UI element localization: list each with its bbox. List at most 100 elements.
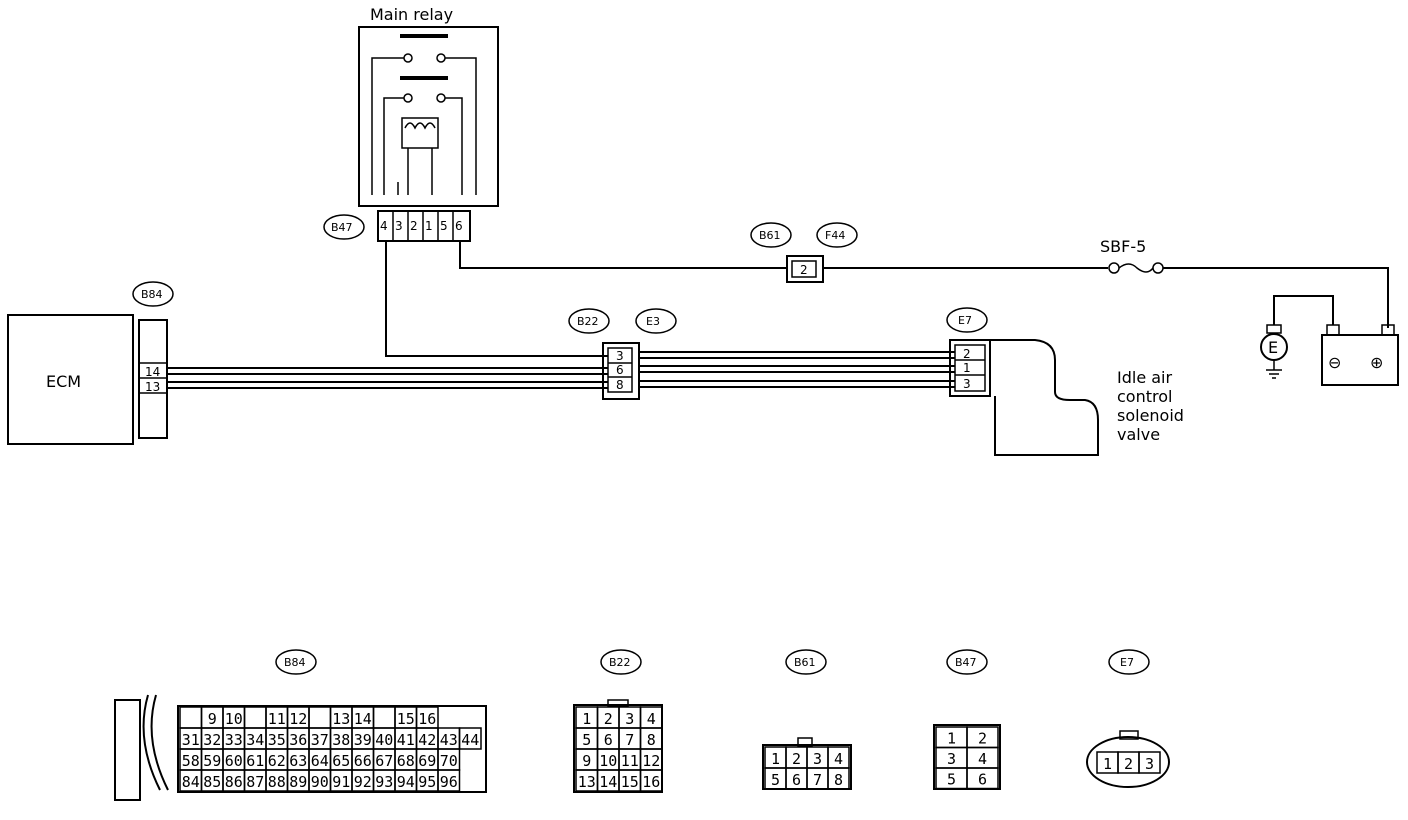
e3-pin-6: 6 (616, 363, 624, 377)
e7-pin-3: 3 (1145, 755, 1154, 773)
b84-pin-44: 44 (461, 731, 479, 749)
b84-pin-67: 67 (375, 752, 393, 770)
b84-pin-31: 31 (182, 731, 200, 749)
relay-pin-5: 5 (440, 219, 448, 233)
relay-pin-1: 1 (425, 219, 433, 233)
tag-e7: E7 (946, 307, 988, 333)
tag-b47: B47 (323, 214, 365, 240)
e7-pin-3: 3 (963, 377, 971, 391)
b84-pin-32: 32 (203, 731, 221, 749)
b84-pin-96: 96 (440, 773, 458, 791)
svg-text:B61: B61 (759, 229, 781, 242)
e7-pin-3-cell (1138, 751, 1161, 774)
b84-pin-96-cell (437, 769, 461, 792)
main-relay: Main relay 4 3 2 1 5 (358, 5, 499, 242)
b84-pin-11: 11 (268, 710, 286, 728)
b61-pin-7: 7 (813, 771, 822, 789)
tag-b61: B61 (750, 222, 792, 248)
relay-connector-pins: 4 3 2 1 5 6 (380, 211, 463, 241)
b84-pin-61: 61 (246, 752, 264, 770)
b84-pin-63: 63 (289, 752, 307, 770)
b84-pin-blank-cell (179, 706, 203, 729)
b84-pin-91: 91 (332, 773, 350, 791)
ecm: ECM 14 13 (7, 314, 168, 445)
e3-pin-8: 8 (616, 378, 624, 392)
b47-pin-1: 1 (947, 730, 956, 748)
b84-pin-64: 64 (311, 752, 329, 770)
iac-valve: Idle air control solenoid valve (990, 339, 1184, 456)
svg-text:E: E (1268, 338, 1278, 357)
svg-text:SBF-5: SBF-5 (1100, 237, 1146, 256)
b84-pin-87: 87 (246, 773, 264, 791)
svg-text:B47: B47 (331, 221, 353, 234)
b84-pin-93: 93 (375, 773, 393, 791)
e3-connector: 3 6 8 (602, 342, 640, 400)
ecm-label: ECM (46, 372, 81, 391)
b47-pin-6: 6 (978, 771, 987, 789)
b22-pin-1: 1 (582, 710, 591, 728)
b22-pin-2: 2 (604, 710, 613, 728)
e3-pin-3: 3 (616, 349, 624, 363)
svg-text:F44: F44 (825, 229, 845, 242)
svg-text:B47: B47 (955, 656, 977, 669)
b61-pin-3: 3 (813, 750, 822, 768)
b61-pin-2: 2 (792, 750, 801, 768)
b22-pin-10: 10 (599, 752, 617, 770)
svg-text:B84: B84 (141, 288, 163, 301)
b22-pin-11: 11 (621, 752, 639, 770)
b84-pin-43: 43 (440, 731, 458, 749)
iac-label-1: Idle air (1117, 368, 1173, 387)
b61-pin-1: 1 (771, 750, 780, 768)
b84-pin-66: 66 (354, 752, 372, 770)
b22-pin-6: 6 (604, 731, 613, 749)
svg-text:B22: B22 (577, 315, 599, 328)
b84-pin-13: 13 (332, 710, 350, 728)
b84-pin-84: 84 (182, 773, 200, 791)
b84-pin-65: 65 (332, 752, 350, 770)
b61-pin-8-cell (827, 767, 850, 790)
relay-pin-3: 3 (395, 219, 403, 233)
relay-pin-4: 4 (380, 219, 388, 233)
b84-pin-68: 68 (397, 752, 415, 770)
svg-text:E7: E7 (958, 314, 972, 327)
b22-pin-8: 8 (647, 731, 656, 749)
b84-pin-41: 41 (397, 731, 415, 749)
b84-pin-69: 69 (418, 752, 436, 770)
relay-pin-6: 6 (455, 219, 463, 233)
tag-e3: E3 (635, 308, 677, 334)
b84-pin-86: 86 (225, 773, 243, 791)
main-relay-label: Main relay (370, 5, 453, 24)
b47-pin-2: 2 (978, 730, 987, 748)
svg-text:B84: B84 (284, 656, 306, 669)
relay-pin-2: 2 (410, 219, 418, 233)
b84-pin-14: 14 (354, 710, 372, 728)
b84-pin-62: 62 (268, 752, 286, 770)
b61-pin-4: 4 (834, 750, 843, 768)
b84-pin-38: 38 (332, 731, 350, 749)
b84-pin-85: 85 (203, 773, 221, 791)
b84-pin-34: 34 (246, 731, 264, 749)
b22-pin-15: 15 (621, 773, 639, 791)
b84-pin-blank-cell (243, 706, 267, 729)
b47-pin-6-cell (966, 767, 999, 790)
b22-pin-5: 5 (582, 731, 591, 749)
fuse-sbf5: SBF-5 (1100, 237, 1164, 274)
b84-pin-60: 60 (225, 752, 243, 770)
b47-pin-5: 5 (947, 771, 956, 789)
b84-pin-70: 70 (440, 752, 458, 770)
b61-pin-5: 5 (771, 771, 780, 789)
b22-pin-3: 3 (625, 710, 634, 728)
b22-pin-12: 12 (642, 752, 660, 770)
svg-text:E3: E3 (646, 315, 660, 328)
iac-label-4: valve (1117, 425, 1160, 444)
b22-pin-13: 13 (578, 773, 596, 791)
b84-pin-94: 94 (397, 773, 415, 791)
